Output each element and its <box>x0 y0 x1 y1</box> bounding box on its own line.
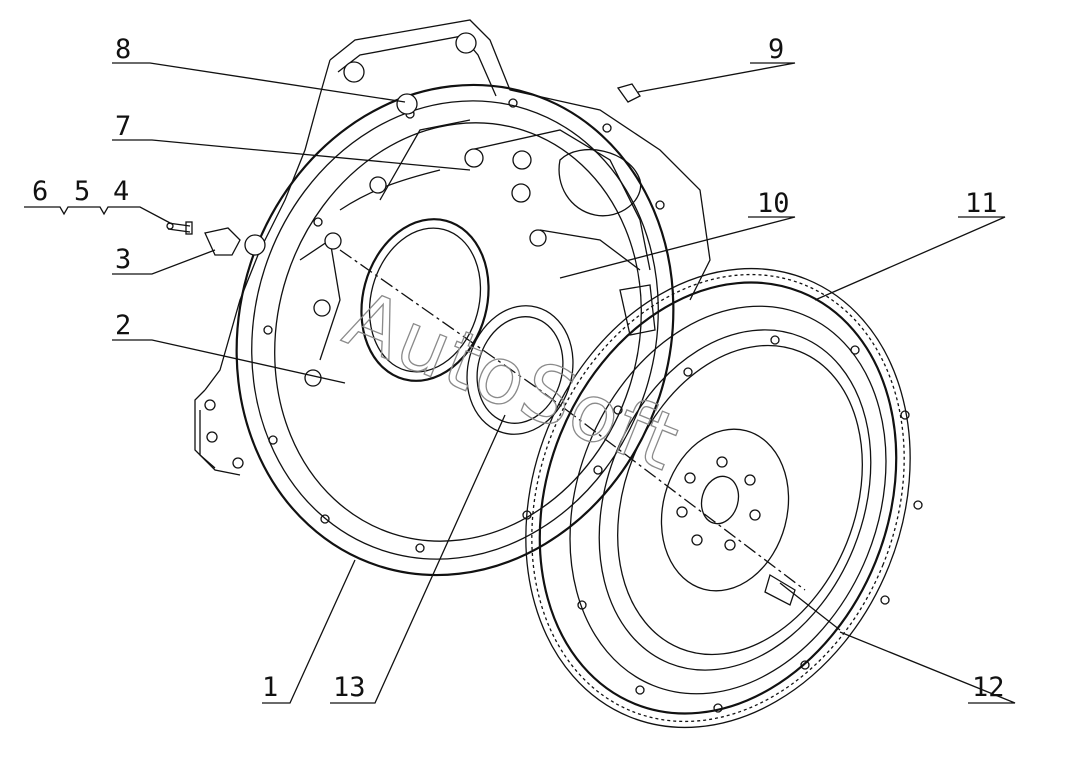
callout-3: 3 <box>115 244 131 275</box>
plug <box>616 83 641 103</box>
leader-lines <box>24 62 1016 704</box>
callout-1: 1 <box>262 672 278 703</box>
callout-labels: 8 9 7 6 5 4 10 11 3 2 1 13 12 <box>32 34 1005 703</box>
callout-10: 10 <box>757 188 790 219</box>
flywheel-bolt <box>764 574 841 631</box>
callout-7: 7 <box>115 111 131 142</box>
centre-axis-line <box>339 249 806 591</box>
flywheel <box>525 267 923 729</box>
flywheel-bolt-holes <box>577 335 923 713</box>
hub-bolt-holes <box>676 456 761 551</box>
callout-13: 13 <box>333 672 366 703</box>
housing-bosses <box>244 32 547 387</box>
bracket <box>204 227 241 256</box>
callout-11: 11 <box>965 188 998 219</box>
callout-2: 2 <box>115 310 131 341</box>
callout-9: 9 <box>768 34 784 65</box>
housing-bolt-holes <box>263 98 665 553</box>
callout-4: 4 <box>113 176 129 207</box>
callout-5: 5 <box>74 176 90 207</box>
watermark: AutoSoft <box>333 274 692 489</box>
callout-12: 12 <box>972 672 1005 703</box>
callout-6: 6 <box>32 176 48 207</box>
callout-8: 8 <box>115 34 131 65</box>
flywheel-housing <box>194 19 711 577</box>
